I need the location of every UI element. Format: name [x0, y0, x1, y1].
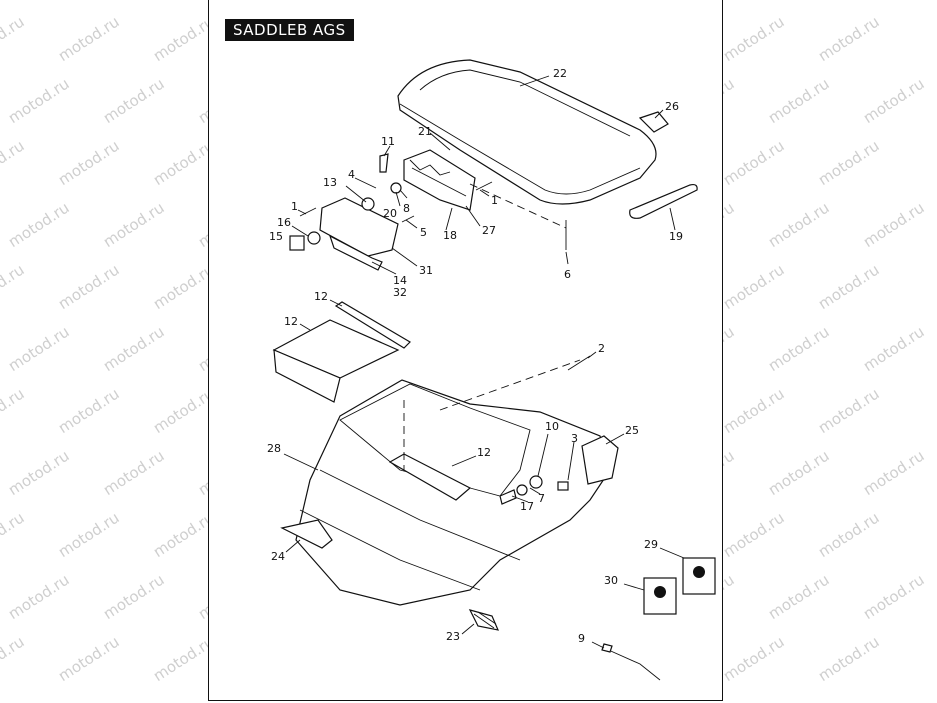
screw-part: [475, 181, 493, 191]
callout-label: 14: [393, 274, 407, 287]
spring-part: [390, 182, 402, 194]
callout-labels: 22 26 21 11 4 13 1 1 16 15 20 8 5 18 27 …: [267, 67, 683, 645]
callout-label: 7: [538, 492, 545, 505]
callout-label: 28: [267, 442, 281, 455]
callout-label: 8: [403, 202, 410, 215]
callout-label: 19: [669, 230, 683, 243]
logo-mark: [693, 566, 705, 578]
leader-lines: [283, 75, 685, 649]
callout-label: 10: [545, 420, 559, 433]
screw-part: [299, 207, 317, 217]
gasket-part: [307, 231, 321, 245]
callout-label: 18: [443, 229, 457, 242]
logo-mark: [654, 586, 666, 598]
callout-label: 4: [348, 168, 355, 181]
callout-label: 9: [578, 632, 585, 645]
callout-label: 25: [625, 424, 639, 437]
callout-label: 21: [418, 125, 432, 138]
hinge-plate-part: [638, 111, 669, 133]
reflector-part: [280, 519, 333, 549]
callout-label: 20: [383, 207, 397, 220]
nut-part: [557, 481, 569, 491]
callout-label: 31: [419, 264, 433, 277]
latch-handle-part: [319, 197, 399, 271]
callout-label: 30: [604, 574, 618, 587]
hinge-bracket-part: [581, 435, 619, 485]
screw-part: [401, 215, 415, 223]
callout-label: 1: [291, 200, 298, 213]
callout-label: 32: [393, 286, 407, 299]
callout-label: 1: [491, 194, 498, 207]
trim-strip-part: [629, 183, 698, 219]
bolt-part: [499, 489, 517, 505]
callout-label: 16: [277, 216, 291, 229]
callout-label: 12: [314, 290, 328, 303]
callout-label: 13: [323, 176, 337, 189]
callout-label: 11: [381, 135, 395, 148]
callout-label: 26: [665, 100, 679, 113]
callout-label: 17: [520, 500, 534, 513]
callout-label: 3: [571, 432, 578, 445]
callout-label: 24: [271, 550, 285, 563]
callout-label: 15: [269, 230, 283, 243]
pin-part: [379, 153, 389, 173]
bumper-part: [468, 609, 500, 631]
lanyard-tip: [601, 643, 613, 653]
callout-label: 22: [553, 67, 567, 80]
lanyard-part: [603, 647, 661, 681]
latch-plate-part: [403, 149, 476, 211]
washer-part: [529, 475, 543, 489]
callout-label: 27: [482, 224, 496, 237]
assembly-line: [469, 183, 567, 229]
callout-label: 5: [420, 226, 427, 239]
bezel-part: [289, 235, 305, 251]
diagram-title: SADDLEB AGS: [225, 19, 354, 41]
callout-label: 12: [284, 315, 298, 328]
callout-label: 23: [446, 630, 460, 643]
callout-label: 12: [477, 446, 491, 459]
callout-label: 29: [644, 538, 658, 551]
inner-bracket-part: [388, 453, 472, 501]
lid-part: [397, 59, 657, 205]
washer-part: [516, 484, 528, 496]
screw-part: [567, 355, 591, 371]
bumper-ribs: [473, 611, 497, 629]
liner-bracket-part: [272, 301, 411, 403]
callout-label: 6: [564, 268, 571, 281]
assembly-line: [439, 359, 581, 411]
callout-label: 2: [598, 342, 605, 355]
